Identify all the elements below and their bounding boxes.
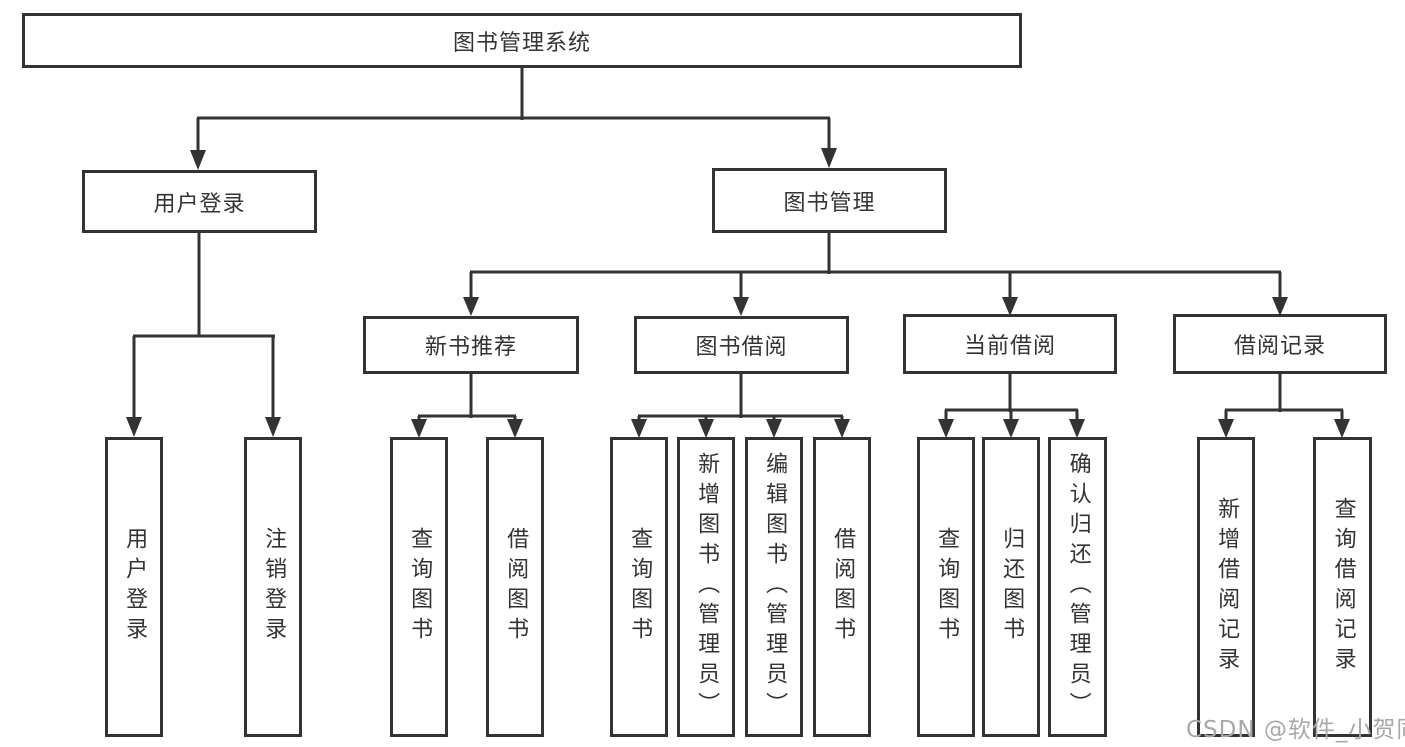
leaf-add-borrow-record-label: 新增借阅记录 <box>1214 497 1240 677</box>
leaf-borrow-books-recommend-label: 借阅图书 <box>503 527 529 647</box>
node-new-book-recommend-label: 新书推荐 <box>424 335 517 360</box>
leaf-user-login: 用户登录 <box>105 437 163 737</box>
csdn-watermark: CSDN @软件_小贺同学 <box>1186 717 1405 743</box>
leaf-query-books-current-label: 查询图书 <box>934 527 960 647</box>
leaf-return-books: 归还图书 <box>982 437 1040 737</box>
leaf-edit-book-admin-label: 编辑图书（管理员） <box>762 452 788 722</box>
leaf-user-login-label: 用户登录 <box>122 527 148 647</box>
node-book-management-label: 图书管理 <box>783 190 876 216</box>
leaf-logout-label: 注销登录 <box>261 527 287 647</box>
node-user-login-label: 用户登录 <box>153 191 246 217</box>
leaf-add-book-admin: 新增图书（管理员） <box>677 437 735 737</box>
leaf-query-borrow-record-label: 查询借阅记录 <box>1330 497 1356 677</box>
node-book-borrowing: 图书借阅 <box>634 316 849 374</box>
leaf-query-books-borrowing-label: 查询图书 <box>627 527 653 647</box>
node-root-system: 图书管理系统 <box>22 13 1022 68</box>
leaf-query-borrow-record: 查询借阅记录 <box>1313 437 1372 737</box>
leaf-edit-book-admin: 编辑图书（管理员） <box>745 437 803 737</box>
leaf-borrow-books-recommend: 借阅图书 <box>486 437 544 737</box>
node-borrowing-records-label: 借阅记录 <box>1233 334 1326 359</box>
leaf-query-books-borrowing: 查询图书 <box>610 437 668 737</box>
leaf-borrow-books-borrowing-label: 借阅图书 <box>830 527 856 647</box>
leaf-logout: 注销登录 <box>244 437 302 737</box>
node-current-borrowing: 当前借阅 <box>903 314 1117 374</box>
node-user-login: 用户登录 <box>82 170 317 233</box>
node-borrowing-records: 借阅记录 <box>1173 314 1387 374</box>
node-current-borrowing-label: 当前借阅 <box>963 334 1056 359</box>
leaf-confirm-return-admin-label: 确认归还（管理员） <box>1065 452 1091 722</box>
node-book-borrowing-label: 图书借阅 <box>695 335 788 360</box>
leaf-add-borrow-record: 新增借阅记录 <box>1197 437 1255 737</box>
node-book-management: 图书管理 <box>712 168 947 233</box>
node-new-book-recommend: 新书推荐 <box>363 316 579 374</box>
node-root-label: 图书管理系统 <box>452 30 591 56</box>
leaf-return-books-label: 归还图书 <box>999 527 1025 647</box>
leaf-query-books-current: 查询图书 <box>917 437 975 737</box>
leaf-add-book-admin-label: 新增图书（管理员） <box>694 452 720 722</box>
leaf-query-books-recommend-label: 查询图书 <box>407 527 433 647</box>
leaf-borrow-books-borrowing: 借阅图书 <box>813 437 871 737</box>
leaf-confirm-return-admin: 确认归还（管理员） <box>1048 437 1107 737</box>
leaf-query-books-recommend: 查询图书 <box>390 437 448 737</box>
